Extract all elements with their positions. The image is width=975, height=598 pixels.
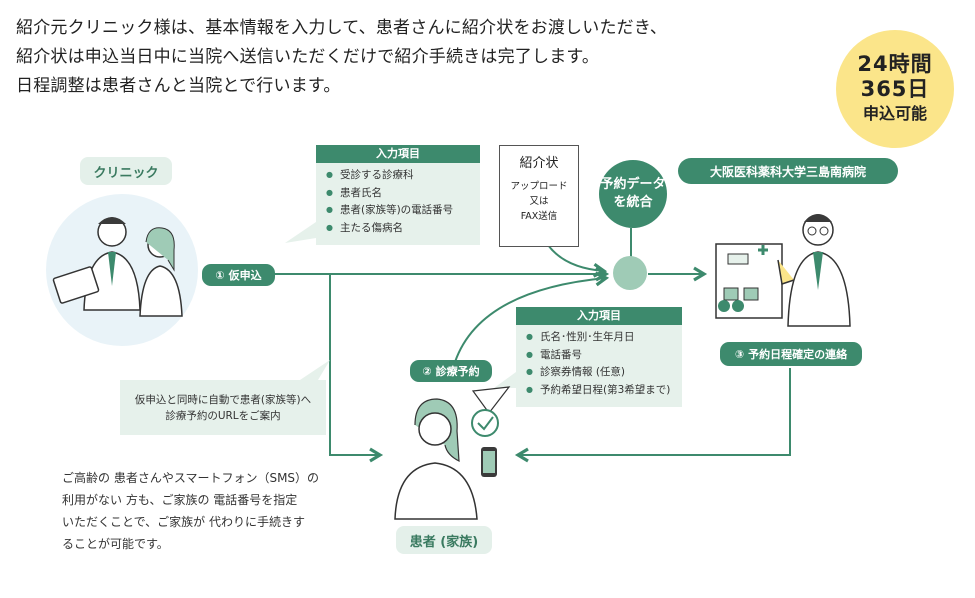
- step2-label: ② 診療予約: [410, 360, 492, 382]
- elderly-note-line-1: ご高齢の 患者さんやスマートフォン（SMS）の: [62, 471, 320, 485]
- step1-label: ① 仮申込: [202, 264, 275, 286]
- referral-doc-line-3: FAX送信: [520, 211, 558, 222]
- arrow-clinic-to-patient: [329, 274, 384, 463]
- arrow-doc-to-node: [547, 244, 608, 278]
- patient-input-item: 氏名･性別･生年月日: [526, 329, 682, 347]
- hospital-illustration: [715, 214, 851, 327]
- badge-line-3: 申込可能: [862, 104, 927, 123]
- badge-line-1: 24時間: [857, 52, 933, 76]
- patient-input-item: 電話番号: [526, 347, 682, 365]
- auto-notice-line-1: 仮申込と同時に自動で患者(家族等)へ: [134, 393, 312, 406]
- clinic-panel-pointer: [285, 222, 316, 243]
- referral-doc-line-1: アップロード: [510, 181, 568, 192]
- patient-panel-pointer: [494, 372, 516, 388]
- elderly-note-line-2: 利用がない 方も、ご家族の 電話番号を指定: [62, 493, 298, 507]
- clinic-input-panel: 入力項目 受診する診療科 患者氏名 患者(家族等)の電話番号 主たる傷病名: [316, 145, 480, 245]
- referral-document: 紹介状 アップロード 又は FAX送信: [499, 145, 579, 247]
- elderly-note-line-3: いただくことで、ご家族が 代わりに手続きす: [62, 515, 305, 529]
- patient-illustration: [394, 386, 511, 520]
- intro-line-3: 日程調整は患者さんと当院とで行います。: [16, 76, 341, 96]
- clinic-illustration: [46, 194, 198, 346]
- integrate-line-2: を統合: [613, 195, 653, 210]
- patient-panel-title: 入力項目: [516, 307, 682, 325]
- patient-input-panel: 入力項目 氏名･性別･生年月日 電話番号 診察券情報 (任意) 予約希望日程(第…: [516, 307, 682, 407]
- auto-notice-box: 仮申込と同時に自動で患者(家族等)へ 診療予約のURLをご案内: [120, 380, 326, 435]
- referral-doc-title: 紹介状: [519, 156, 559, 171]
- elderly-note: ご高齢の 患者さんやスマートフォン（SMS）の 利用がない 方も、ご家族の 電話…: [62, 467, 319, 555]
- clinic-input-item: 受診する診療科: [326, 167, 480, 185]
- clinic-input-item: 患者氏名: [326, 185, 480, 203]
- clinic-input-item: 主たる傷病名: [326, 220, 480, 238]
- patient-label: 患者 (家族): [396, 526, 492, 554]
- notice-pointer: [300, 360, 330, 380]
- step3-label: ③ 予約日程確定の連絡: [720, 342, 862, 366]
- hospital-label: 大阪医科薬科大学三島南病院: [678, 158, 898, 184]
- patient-input-item: 診察券情報 (任意): [526, 364, 682, 382]
- integrate-line-1: 予約データ: [600, 177, 666, 192]
- arrow-hospital-to-patient: [514, 368, 791, 463]
- badge-line-2: 365日: [860, 77, 930, 101]
- clinic-label: クリニック: [80, 157, 172, 185]
- intro-line-1: 紹介元クリニック様は、基本情報を入力して、患者さんに紹介状をお渡しいただき、: [16, 18, 668, 38]
- integrate-data-circle: 予約データ を統合: [599, 160, 667, 228]
- referral-doc-line-2: 又は: [529, 196, 549, 207]
- patient-input-item: 予約希望日程(第3希望まで): [526, 382, 682, 400]
- clinic-input-item: 患者(家族等)の電話番号: [326, 202, 480, 220]
- availability-badge: 24時間 365日 申込可能: [836, 30, 954, 148]
- merge-node: [613, 256, 647, 290]
- arrow-patient-to-node: [454, 271, 610, 363]
- clinic-panel-title: 入力項目: [316, 145, 480, 163]
- intro-line-2: 紹介状は申込当日中に当院へ送信いただくだけで紹介手続きは完了します。: [16, 47, 600, 67]
- elderly-note-line-4: ることが可能です。: [62, 537, 169, 551]
- auto-notice-line-2: 診療予約のURLをご案内: [165, 409, 281, 422]
- intro-text: 紹介元クリニック様は、基本情報を入力して、患者さんに紹介状をお渡しいただき、 紹…: [16, 14, 667, 101]
